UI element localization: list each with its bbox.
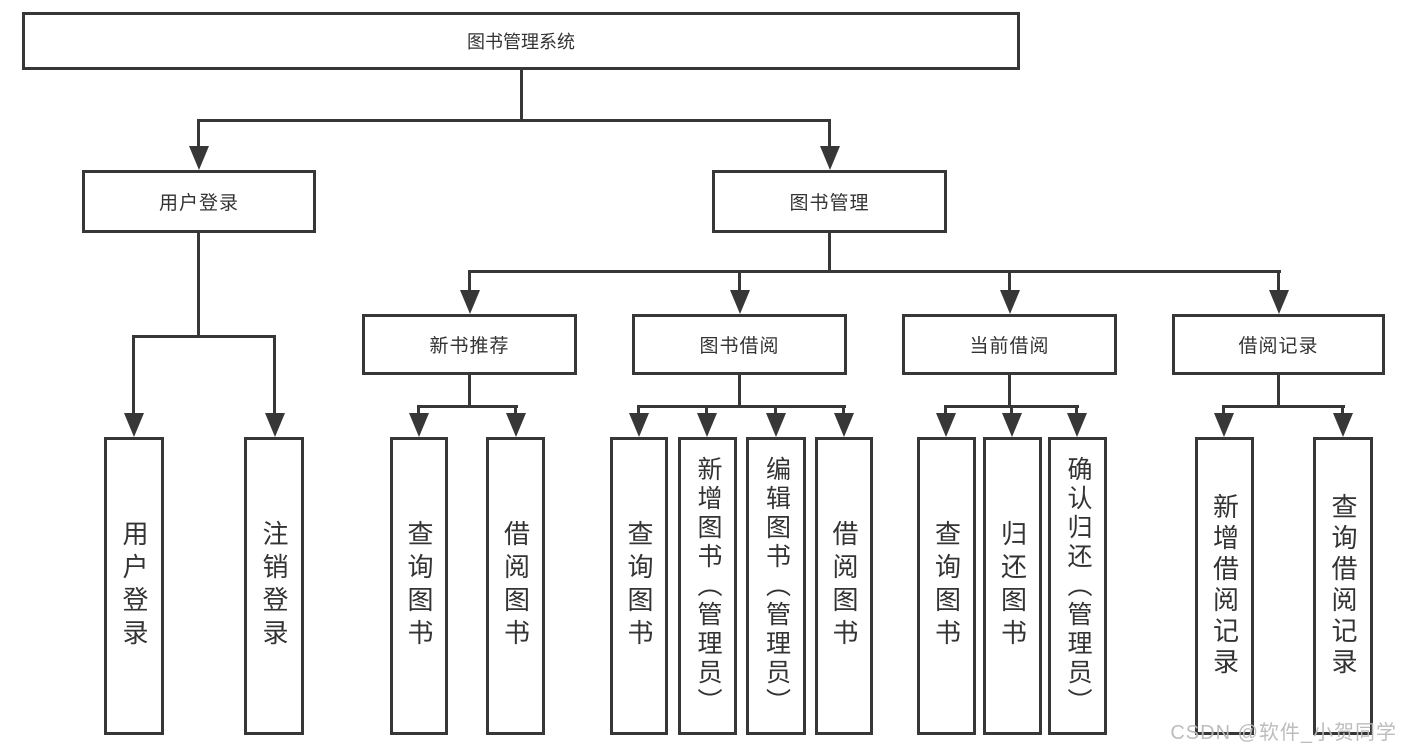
leaf-logout-label: 注销登录 [259, 520, 289, 652]
node-current-borrow-label: 当前借阅 [969, 336, 1050, 357]
connector-line [1075, 405, 1078, 413]
node-borrow-record: 借阅记录 [1172, 314, 1385, 375]
arrow-down [697, 413, 717, 437]
connector-line [637, 405, 640, 413]
arrow-down [820, 146, 840, 170]
connector-line [1008, 270, 1011, 290]
arrow-down [936, 413, 956, 437]
connector-line [828, 233, 831, 270]
connector-line [1010, 405, 1013, 413]
watermark: CSDN @软件_小贺同学 [1170, 722, 1397, 744]
connector-line [197, 119, 831, 122]
connector-line [520, 70, 523, 119]
connector-line [468, 375, 471, 405]
arrow-down [1269, 290, 1289, 314]
leaf-add-borrow-record-label: 新增借阅记录 [1209, 493, 1240, 679]
node-borrow-record-label: 借阅记录 [1238, 336, 1319, 357]
connector-line [1008, 375, 1011, 405]
connector-line [1277, 270, 1280, 290]
node-book-management: 图书管理 [712, 170, 947, 233]
leaf-logout: 注销登录 [244, 437, 304, 735]
arrow-down [629, 413, 649, 437]
leaf-edit-book-admin-label: 编辑图书（管理员） [762, 455, 791, 717]
node-root-label: 图书管理系统 [467, 32, 575, 52]
connector-line [132, 335, 135, 413]
node-book-borrow-label: 图书借阅 [699, 336, 780, 357]
leaf-borrow-book-borrow: 借阅图书 [815, 437, 873, 735]
connector-line [417, 405, 518, 408]
leaf-query-borrow-record-label: 查询借阅记录 [1328, 493, 1358, 679]
leaf-borrow-book-borrow-label: 借阅图书 [829, 520, 859, 652]
connector-line [273, 335, 276, 413]
connector-line [738, 375, 741, 405]
connector-line [1277, 375, 1280, 405]
arrow-down [834, 413, 854, 437]
arrow-down [265, 413, 285, 437]
leaf-borrow-book-recommend: 借阅图书 [486, 437, 545, 735]
node-current-borrow: 当前借阅 [902, 314, 1117, 375]
arrow-down [1214, 413, 1234, 437]
arrow-down [460, 290, 480, 314]
connector-line [738, 270, 741, 290]
node-new-book-recommend-label: 新书推荐 [429, 336, 510, 357]
arrow-down [1333, 413, 1353, 437]
leaf-add-book-admin: 新增图书（管理员） [678, 437, 737, 735]
connector-line [197, 233, 200, 335]
leaf-add-book-admin-label: 新增图书（管理员） [694, 455, 722, 717]
connector-line [197, 119, 200, 146]
connector-line [132, 335, 276, 338]
connector-line [705, 405, 708, 413]
arrow-down [1000, 290, 1020, 314]
leaf-add-borrow-record: 新增借阅记录 [1195, 437, 1254, 735]
connector-line [468, 270, 471, 290]
connector-line [468, 270, 1281, 273]
leaf-query-book-borrow: 查询图书 [610, 437, 668, 735]
arrow-down [1067, 413, 1087, 437]
node-root: 图书管理系统 [22, 12, 1020, 70]
connector-line [842, 405, 845, 413]
leaf-query-book-borrow-label: 查询图书 [624, 520, 654, 652]
connector-line [1341, 405, 1344, 413]
node-new-book-recommend: 新书推荐 [362, 314, 577, 375]
node-book-management-label: 图书管理 [789, 193, 870, 214]
leaf-query-borrow-record: 查询借阅记录 [1313, 437, 1373, 735]
leaf-query-book-recommend-label: 查询图书 [404, 520, 434, 652]
connector-line [1222, 405, 1225, 413]
leaf-user-login-label: 用户登录 [119, 520, 149, 652]
arrow-down [1002, 413, 1022, 437]
node-user-login: 用户登录 [82, 170, 316, 233]
arrow-down [730, 290, 750, 314]
connector-line [514, 405, 517, 413]
leaf-query-book-recommend: 查询图书 [390, 437, 448, 735]
leaf-query-book-current-label: 查询图书 [931, 520, 962, 652]
arrow-down [124, 413, 144, 437]
connector-line [637, 405, 846, 408]
arrow-down [506, 413, 526, 437]
leaf-edit-book-admin: 编辑图书（管理员） [746, 437, 806, 735]
node-user-login-label: 用户登录 [158, 193, 239, 214]
connector-line [828, 119, 831, 146]
arrow-down [766, 413, 786, 437]
leaf-confirm-return-admin-label: 确认归还（管理员） [1064, 455, 1092, 717]
connector-line [1222, 405, 1345, 408]
arrow-down [189, 146, 209, 170]
connector-line [417, 405, 420, 413]
leaf-return-book: 归还图书 [983, 437, 1042, 735]
leaf-user-login: 用户登录 [104, 437, 164, 735]
arrow-down [409, 413, 429, 437]
leaf-confirm-return-admin: 确认归还（管理员） [1048, 437, 1107, 735]
leaf-borrow-book-recommend-label: 借阅图书 [500, 520, 531, 652]
leaf-return-book-label: 归还图书 [997, 520, 1028, 652]
connector-line [774, 405, 777, 413]
node-book-borrow: 图书借阅 [632, 314, 847, 375]
leaf-query-book-current: 查询图书 [917, 437, 976, 735]
connector-line [944, 405, 947, 413]
